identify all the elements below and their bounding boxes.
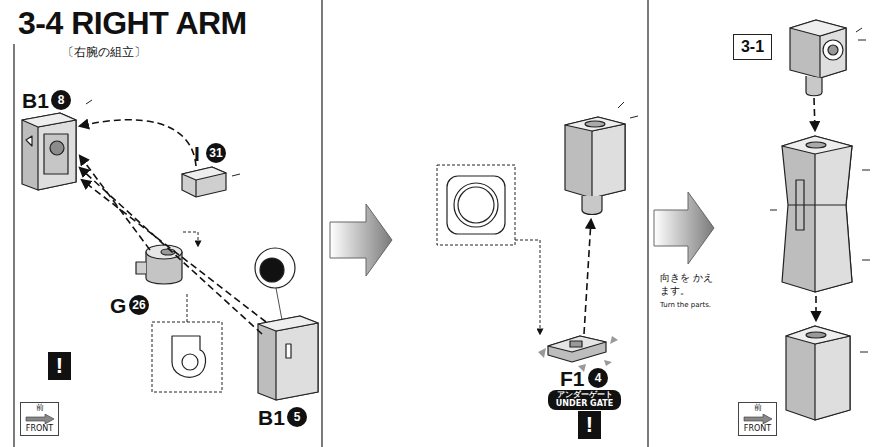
front-label: FRONT	[24, 425, 55, 434]
part-number: 4	[588, 368, 608, 388]
front-icon: 前 FRONT	[738, 402, 777, 436]
node-text: UNDER GATE	[555, 400, 614, 409]
turn-note-english: Turn the parts.	[660, 302, 711, 310]
node-text: 3-1	[740, 38, 765, 56]
turn-note: 向きを かえます。	[660, 272, 722, 297]
part-number: 31	[206, 143, 226, 163]
caution-mark: !	[48, 352, 71, 380]
front-label: 前	[742, 404, 773, 413]
part-number: 26	[129, 295, 149, 315]
node-text: !	[585, 414, 594, 436]
part-runner: F1	[560, 367, 585, 390]
under-gate-badge: アンダーゲートUNDER GATE	[548, 390, 621, 410]
step-title: 3-4 RIGHT ARM	[18, 6, 247, 41]
part-runner: I	[194, 142, 200, 165]
front-arrow	[25, 414, 55, 424]
part-runner: B1	[258, 406, 285, 429]
part-number: 8	[51, 90, 71, 110]
part-runner: G	[110, 294, 126, 317]
part-number: 5	[287, 407, 307, 427]
front-arrow-shape	[744, 414, 772, 424]
front-arrow	[743, 414, 773, 424]
part-runner: B1	[22, 89, 49, 112]
node-text: !	[55, 355, 64, 377]
front-arrow-shape	[26, 414, 54, 424]
front-label: FRONT	[742, 425, 773, 434]
caution-mark: !	[578, 411, 601, 439]
node-text: アンダーゲート	[555, 391, 614, 400]
front-label: 前	[24, 404, 55, 413]
step-subtitle: 〔右腕の組立〕	[62, 46, 146, 59]
front-icon: 前 FRONT	[20, 402, 59, 436]
step-reference: 3-1	[733, 34, 772, 60]
